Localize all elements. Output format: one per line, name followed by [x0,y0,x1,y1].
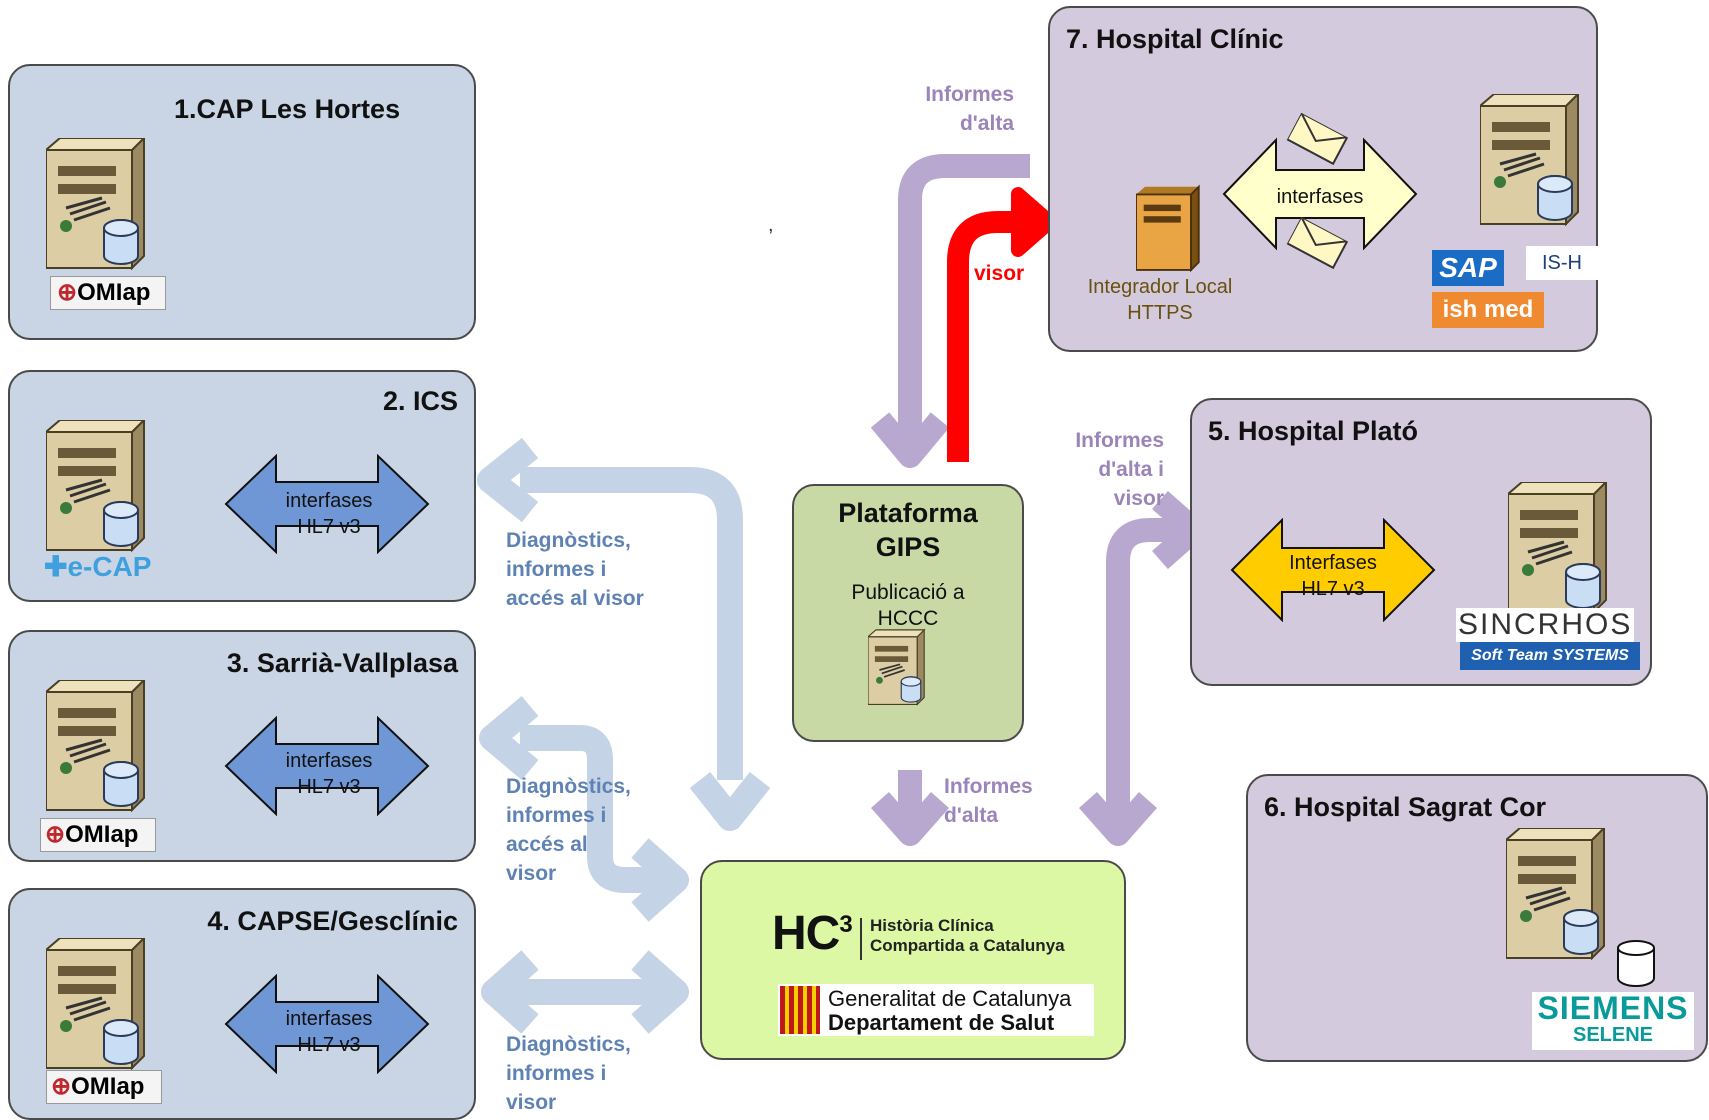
omiap-logo: ⊕OMIap [46,1070,162,1104]
clinic-to-gips-label: Informes d'alta [925,83,1014,135]
capse-title: 4. CAPSE/Gesclínic [207,906,458,936]
plato-link-arrow [1106,518,1180,816]
ics-interface-arrow [224,454,430,554]
plato-interface-arrow [1230,518,1436,622]
ecap-logo: ✚e-CAP [44,551,152,582]
node-plataforma-gips: Plataforma GIPS Publicació a HCCC [792,484,1024,742]
database-icon [1617,940,1655,987]
capse-link-arrowhead-left [481,950,539,1034]
clinic-interface-arrow [1222,137,1418,251]
gips-to-clinic-label: visor [974,262,1025,285]
clinic-to-gips-arrow [898,154,1030,440]
plato-interface-label: Interfases HL7 v3 [1289,552,1377,600]
ics-link-arrowhead-down [689,771,771,831]
gips-title: Plataforma GIPS [838,498,978,562]
capse-interface-label: interfases HL7 v3 [285,1008,373,1056]
integrator-label: Integrador Local HTTPS [1087,276,1233,324]
gips-to-hc3-label: Informes d'alta [944,775,1033,827]
server-icon [46,680,146,812]
cap-hortes-title: 1.CAP Les Hortes [174,94,401,124]
server-icon [46,420,146,552]
sarria-link-arrowhead-left [479,696,539,780]
server-icon [1508,482,1608,614]
gov-line2: Departament de Salut [828,1010,1055,1035]
hc3-divider [860,918,862,960]
capse-interface-arrow [224,974,430,1074]
ishmed-logo: ish med [1432,292,1544,328]
node-hospital-sagrat-cor: 6. Hospital Sagrat Cor SIEMENS SELENE [1246,774,1708,1062]
siemens-logo: SIEMENS SELENE [1532,992,1694,1050]
ish-label: IS-H [1526,246,1598,280]
gips-to-clinic-arrowhead [1011,187,1057,257]
gips-to-clinic-arrow [947,211,1028,462]
sarria-interface-arrow [224,716,430,816]
integrator-server-icon [1136,184,1200,273]
sagrat-cor-title: 6. Hospital Sagrat Cor [1264,792,1547,822]
omiap-logo: ⊕OMIap [40,818,156,852]
softteam-logo: Soft Team SYSTEMS [1460,642,1640,670]
plato-link-arrowhead-down [1079,792,1157,846]
node-hospital-clinic: 7. Hospital Clínic interfases Integrador… [1048,6,1598,352]
hc3-brand: HC3 [772,907,853,960]
sarria-link-arrowhead-right [631,838,689,922]
generalitat-emblem-icon [780,986,820,1034]
server-icon [46,138,146,270]
plato-title: 5. Hospital Plató [1208,416,1419,446]
omiap-logo: ⊕OMIap [50,276,166,310]
capse-link-label: Diagnòstics, informes i visor [506,1033,631,1114]
clinic-to-gips-arrowhead [870,412,950,468]
plato-link-label: Informes d'alta i visor [1075,429,1164,510]
server-icon [1480,94,1580,226]
capse-link-arrowhead-right [631,950,689,1034]
node-sarria: 3. Sarrià-Vallplasa interfases HL7 v3 ⊕O… [8,630,476,862]
stray-mark: , [768,214,774,236]
node-ics: 2. ICS interfases HL7 v3 ✚e-CAP [8,370,476,602]
sincrhos-logo: SINCRHOS [1456,608,1635,642]
server-icon [46,938,146,1070]
node-hc3: HC3 Història Clínica Compartida a Catalu… [700,860,1126,1060]
ics-link-label: Diagnòstics, informes i accés al visor [506,529,644,610]
ics-link-arrowhead-left [477,437,539,523]
sarria-link-label: Diagnòstics, informes i accés al visor [506,775,631,885]
ics-interface-label: interfases HL7 v3 [285,490,373,538]
gips-subtitle: Publicació a HCCC [851,581,965,630]
server-icon [868,629,926,706]
gov-line1: Generalitat de Catalunya [828,986,1072,1011]
clinic-title: 7. Hospital Clínic [1066,24,1284,54]
siemens-logo-main: SIEMENS [1537,990,1689,1026]
node-capse: 4. CAPSE/Gesclínic interfases HL7 v3 ⊕OM… [8,888,476,1120]
sarria-interface-label: interfases HL7 v3 [285,750,373,798]
node-cap-hortes: 1.CAP Les Hortes ⊕OMIap [8,64,476,340]
sap-logo: SAP [1432,250,1504,286]
gips-to-hc3-arrowhead [871,792,949,846]
node-hospital-plato: 5. Hospital Plató Interfases HL7 v3 SINC… [1190,398,1652,686]
ics-link-arrow [520,467,743,780]
siemens-logo-sub: SELENE [1572,1024,1654,1046]
ics-title: 2. ICS [382,386,458,416]
clinic-interface-label: interfases [1276,186,1364,208]
sarria-link-arrow [520,725,660,893]
hc3-brand-text: Història Clínica Compartida a Catalunya [870,916,1065,955]
sarria-title: 3. Sarrià-Vallplasa [226,648,458,678]
generalitat-logo: Generalitat de Catalunya Departament de … [778,984,1094,1036]
